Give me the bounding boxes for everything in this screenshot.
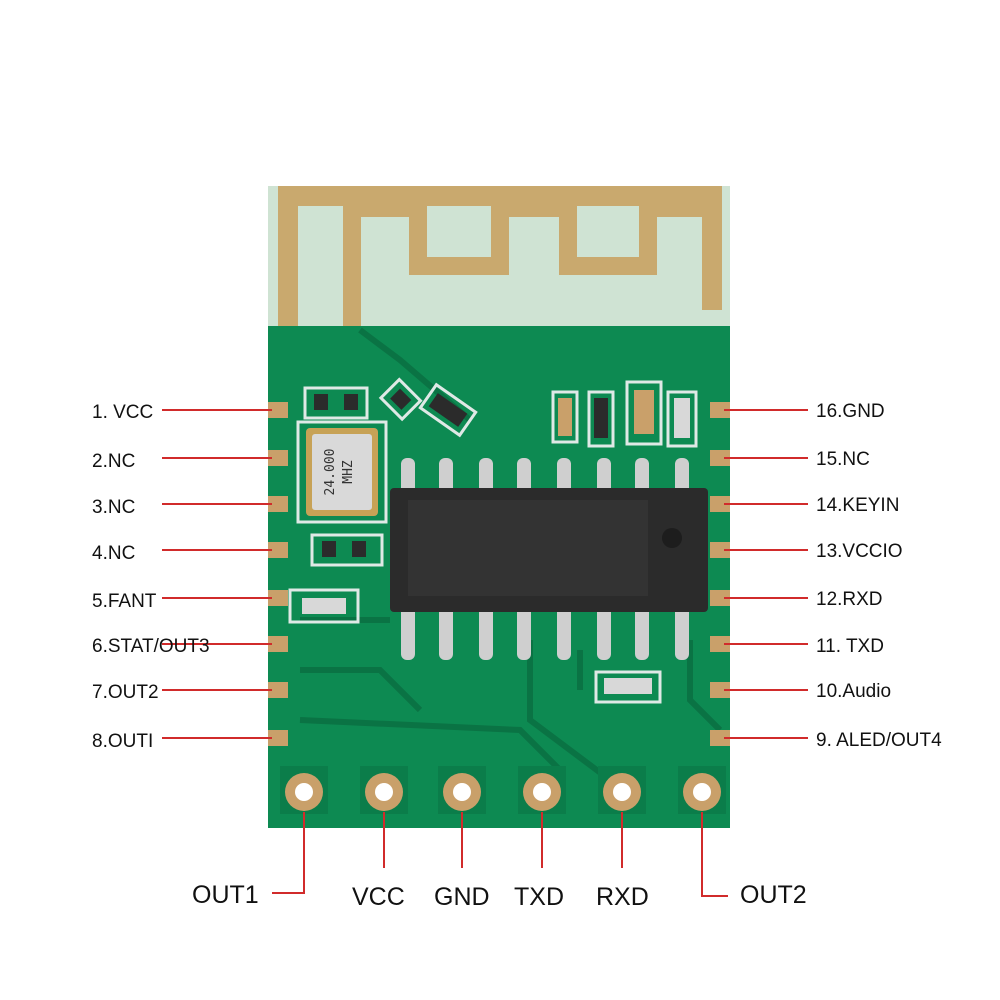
right-pin-label-11: 11. TXD [816, 636, 884, 657]
left-pin-label-2: 2.NC [92, 451, 136, 472]
right-edge-pad [710, 402, 730, 418]
antenna-trace [278, 186, 722, 355]
left-pin-label-3: 3.NC [92, 497, 136, 518]
right-pin-label-12: 12.RXD [816, 589, 883, 610]
right-pin-label-10: 10.Audio [816, 681, 892, 702]
right-edge-pad [710, 496, 730, 512]
ic-top-leg [635, 458, 649, 496]
right-pin-label-9: 9. ALED/OUT4 [816, 730, 942, 751]
right-pin-label-13: 13.VCCIO [816, 541, 903, 562]
ic-top-leg [401, 458, 415, 496]
crystal-marking: 24.000 MHZ [322, 438, 362, 506]
left-edge-pad [268, 402, 288, 418]
left-edge-pad [268, 542, 288, 558]
bottom-through-hole-pads [280, 766, 726, 814]
ic-bottom-leg [597, 604, 611, 660]
left-pin-label-8: 8.OUTI [92, 731, 154, 752]
bottom-pad-hole [533, 783, 551, 801]
left-pin-label-4: 4.NC [92, 543, 136, 564]
antenna-meander [343, 199, 712, 330]
ic-bottom-leg [439, 604, 453, 660]
left-pin-label-6: 6.STAT/OUT3 [92, 636, 210, 657]
crystal-frequency: 24.000 [323, 448, 338, 496]
bottom-pin-label-out2: OUT2 [740, 881, 807, 909]
smd-components [288, 377, 698, 704]
ic-chip-dot [662, 528, 682, 548]
bottom-pad-hole [693, 783, 711, 801]
bottom-pin-label-txd: TXD [514, 883, 564, 911]
left-pin-label-7: 7.OUT2 [92, 682, 159, 703]
right-pin-label-15: 15.NC [816, 449, 870, 470]
bottom-pad-hole [295, 783, 313, 801]
right-edge-pad [710, 730, 730, 746]
right-edge-pads [710, 402, 730, 746]
ic-bottom-leg [479, 604, 493, 660]
ic-top-leg [479, 458, 493, 496]
bottom-pin-label-rxd: RXD [596, 883, 649, 911]
left-pin-label-1: 1. VCC [92, 402, 154, 423]
bottom-pin-label-vcc: VCC [352, 883, 405, 911]
ic-bottom-leg [401, 604, 415, 660]
bottom-pad-hole [453, 783, 471, 801]
ic-top-leg [557, 458, 571, 496]
crystal-unit: MHZ [341, 460, 356, 484]
left-edge-pad [268, 590, 288, 606]
left-edge-pad [268, 636, 288, 652]
left-pin-label-5: 5.FANT [92, 591, 157, 612]
ic-chip-face [408, 500, 648, 596]
left-edge-pad [268, 730, 288, 746]
leader-lines [162, 409, 808, 897]
bottom-pin-label-gnd: GND [434, 883, 490, 911]
leader-out2 [701, 812, 728, 897]
bottom-pin-label-out1: OUT1 [192, 881, 259, 909]
ic-bottom-leg [635, 604, 649, 660]
right-edge-pad [710, 590, 730, 606]
leader-out1 [272, 812, 305, 894]
ic-chip-legs [401, 458, 689, 660]
right-edge-pad [710, 450, 730, 466]
ic-bottom-leg [517, 604, 531, 660]
left-edge-pad [268, 496, 288, 512]
ic-bottom-leg [557, 604, 571, 660]
ic-top-leg [597, 458, 611, 496]
bottom-pad-hole [375, 783, 393, 801]
right-edge-pad [710, 542, 730, 558]
left-edge-pad [268, 682, 288, 698]
right-pin-label-14: 14.KEYIN [816, 495, 900, 516]
right-pin-label-16: 16.GND [816, 401, 885, 422]
ic-bottom-leg [675, 604, 689, 660]
ic-top-leg [439, 458, 453, 496]
bottom-pad-hole [613, 783, 631, 801]
left-edge-pad [268, 450, 288, 466]
crystal-outline [296, 420, 388, 524]
left-edge-pads [268, 402, 288, 746]
pcb-traces [299, 327, 723, 783]
crystal-top [312, 434, 372, 510]
right-edge-pad [710, 636, 730, 652]
right-edge-pad [710, 682, 730, 698]
ic-top-leg [517, 458, 531, 496]
ic-top-leg [675, 458, 689, 496]
